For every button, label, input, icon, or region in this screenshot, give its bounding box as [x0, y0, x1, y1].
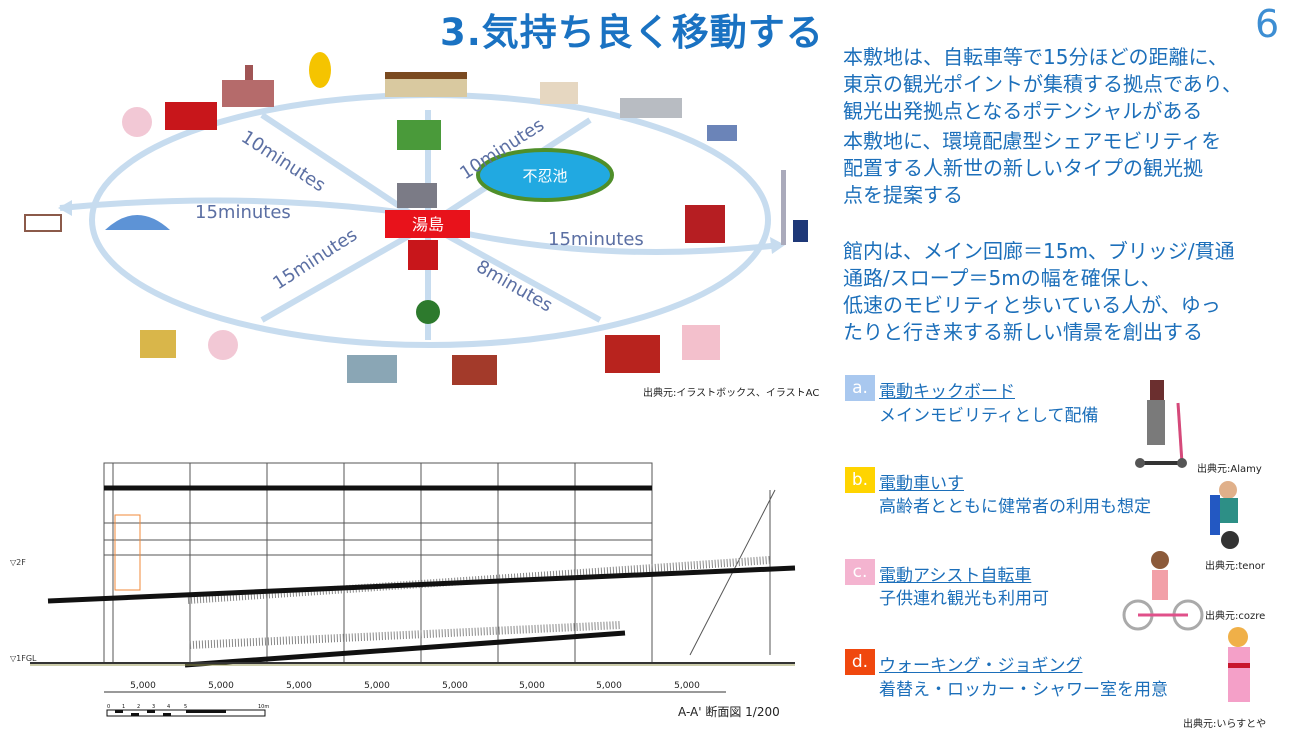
tourism-map: 不忍池 湯島 10minutes 10minutes 15minutes 15m…	[24, 52, 808, 385]
rollercoaster-icon	[24, 214, 62, 232]
route-label: 15minutes	[195, 202, 291, 223]
dimension-label: 5,000	[286, 681, 312, 691]
ginkgo-icon	[309, 52, 331, 88]
pond-shape	[476, 148, 614, 202]
item-title-assist-bicycle[interactable]: 電動アシスト自転車	[879, 566, 1032, 586]
gate2-icon	[707, 125, 737, 141]
desc-line: 点を提案する	[843, 183, 963, 207]
kickboard-person-icon	[1135, 380, 1187, 468]
gate-icon	[165, 102, 217, 130]
svg-text:10m: 10m	[258, 704, 269, 710]
tree-icon	[416, 300, 440, 324]
route-label: 15minutes	[548, 229, 644, 250]
desc-line: 本敷地は、自転車等で15分ほどの距離に、	[843, 45, 1228, 69]
page-number: 6	[1255, 2, 1280, 46]
shrine-gate-icon	[408, 240, 438, 270]
kanda-shrine-icon	[605, 335, 660, 373]
bicycle-family-icon	[1122, 551, 1204, 631]
temple-icon	[685, 205, 725, 243]
credit: 出典元:cozre	[1205, 611, 1266, 622]
desc-line: 通路/スロープ＝5mの幅を確保し、	[843, 266, 1161, 290]
budokan-icon	[140, 330, 176, 358]
desc-line: 館内は、メイン回廊＝15m、ブリッジ/貫通	[843, 239, 1235, 263]
dimension-label: 5,000	[364, 681, 390, 691]
badge-d: d.	[845, 649, 875, 675]
level-2f-label: ▽2F	[10, 558, 26, 567]
station-tokyo-icon	[452, 355, 497, 385]
svg-text:3: 3	[152, 704, 155, 710]
dimension-label: 5,000	[596, 681, 622, 691]
desc-line: 配置する人新世の新しいタイプの観光拠	[843, 156, 1203, 180]
dome-icon	[105, 215, 170, 230]
station-building-icon	[397, 183, 437, 208]
item-sub: 子供連れ観光も利用可	[879, 589, 1049, 609]
dimension-label: 5,000	[674, 681, 700, 691]
arrow-west	[59, 197, 421, 218]
section-caption: A-A' 断面図 1/200	[678, 704, 780, 719]
route-label: 10minutes	[237, 127, 329, 197]
desc-line: 低速のモビリティと歩いている人が、ゆっ	[843, 293, 1221, 317]
yukata-woman-icon	[1228, 627, 1250, 702]
credit: 出典元:いらすとや	[1183, 719, 1267, 730]
item-title-walking[interactable]: ウォーキング・ジョギング	[879, 656, 1083, 676]
credit: 出典元:Alamy	[1197, 464, 1262, 475]
pond-label: 不忍池	[522, 167, 567, 185]
svg-text:4: 4	[167, 704, 170, 710]
svg-text:2: 2	[137, 704, 140, 710]
badge-b: b.	[845, 467, 875, 493]
credit: 出典元:tenor	[1205, 561, 1266, 572]
desc-line: 東京の観光ポイントが集積する拠点であり、	[843, 72, 1242, 96]
columns	[112, 463, 653, 663]
item-title-kickboard[interactable]: 電動キックボード	[879, 382, 1015, 402]
route-label: 15minutes	[269, 224, 361, 294]
bridge-icon	[347, 355, 397, 383]
hall-icon	[540, 82, 578, 104]
zoo-icon	[397, 120, 441, 150]
level-1f-label: ▽1FGL	[10, 654, 37, 663]
item-sub: メインモビリティとして配備	[879, 406, 1099, 426]
dimension-label: 5,000	[208, 681, 234, 691]
svg-text:1: 1	[122, 704, 125, 710]
map-credit: 出典元:イラストボックス、イラストAC	[643, 388, 820, 399]
wheelchair-person-icon	[1210, 481, 1239, 549]
mobility-illustrations	[1122, 380, 1250, 702]
desc-line: たりと行き来する新しい情景を創出する	[843, 320, 1203, 344]
badge-a: a.	[845, 375, 875, 401]
svg-text:5: 5	[184, 704, 187, 710]
item-sub: 高齢者とともに健常者の利用も想定	[879, 497, 1151, 517]
desc-line: 本敷地に、環境配慮型シェアモビリティを	[843, 129, 1222, 153]
arrow-east	[439, 225, 781, 255]
item-title-wheelchair[interactable]: 電動車いす	[879, 474, 964, 494]
page-title: 3.気持ち良く移動する	[440, 11, 824, 54]
item-sub: 着替え・ロッカー・シャワー室を用意	[879, 680, 1168, 700]
dimension-label: 5,000	[130, 681, 156, 691]
university-icon	[222, 80, 274, 107]
skytree-icon	[781, 170, 786, 245]
desc-line: 観光出発拠点となるポテンシャルがある	[843, 99, 1203, 123]
maid-cafe-icon	[682, 325, 720, 360]
center-box	[385, 210, 470, 238]
landmark-icons	[24, 52, 808, 385]
svg-text:0: 0	[107, 704, 110, 710]
dimension-label: 5,000	[519, 681, 545, 691]
dimension-label: 5,000	[442, 681, 468, 691]
center-label: 湯島	[412, 215, 444, 234]
section-drawing: ▽2F ▽1FGL 5,000 5,000 5,000 5,000 5,000 …	[10, 462, 796, 719]
station-icon	[620, 98, 682, 118]
scale-bar: 0 1 2 3 4 5 10m	[106, 704, 269, 717]
badge-c: c.	[845, 559, 875, 585]
